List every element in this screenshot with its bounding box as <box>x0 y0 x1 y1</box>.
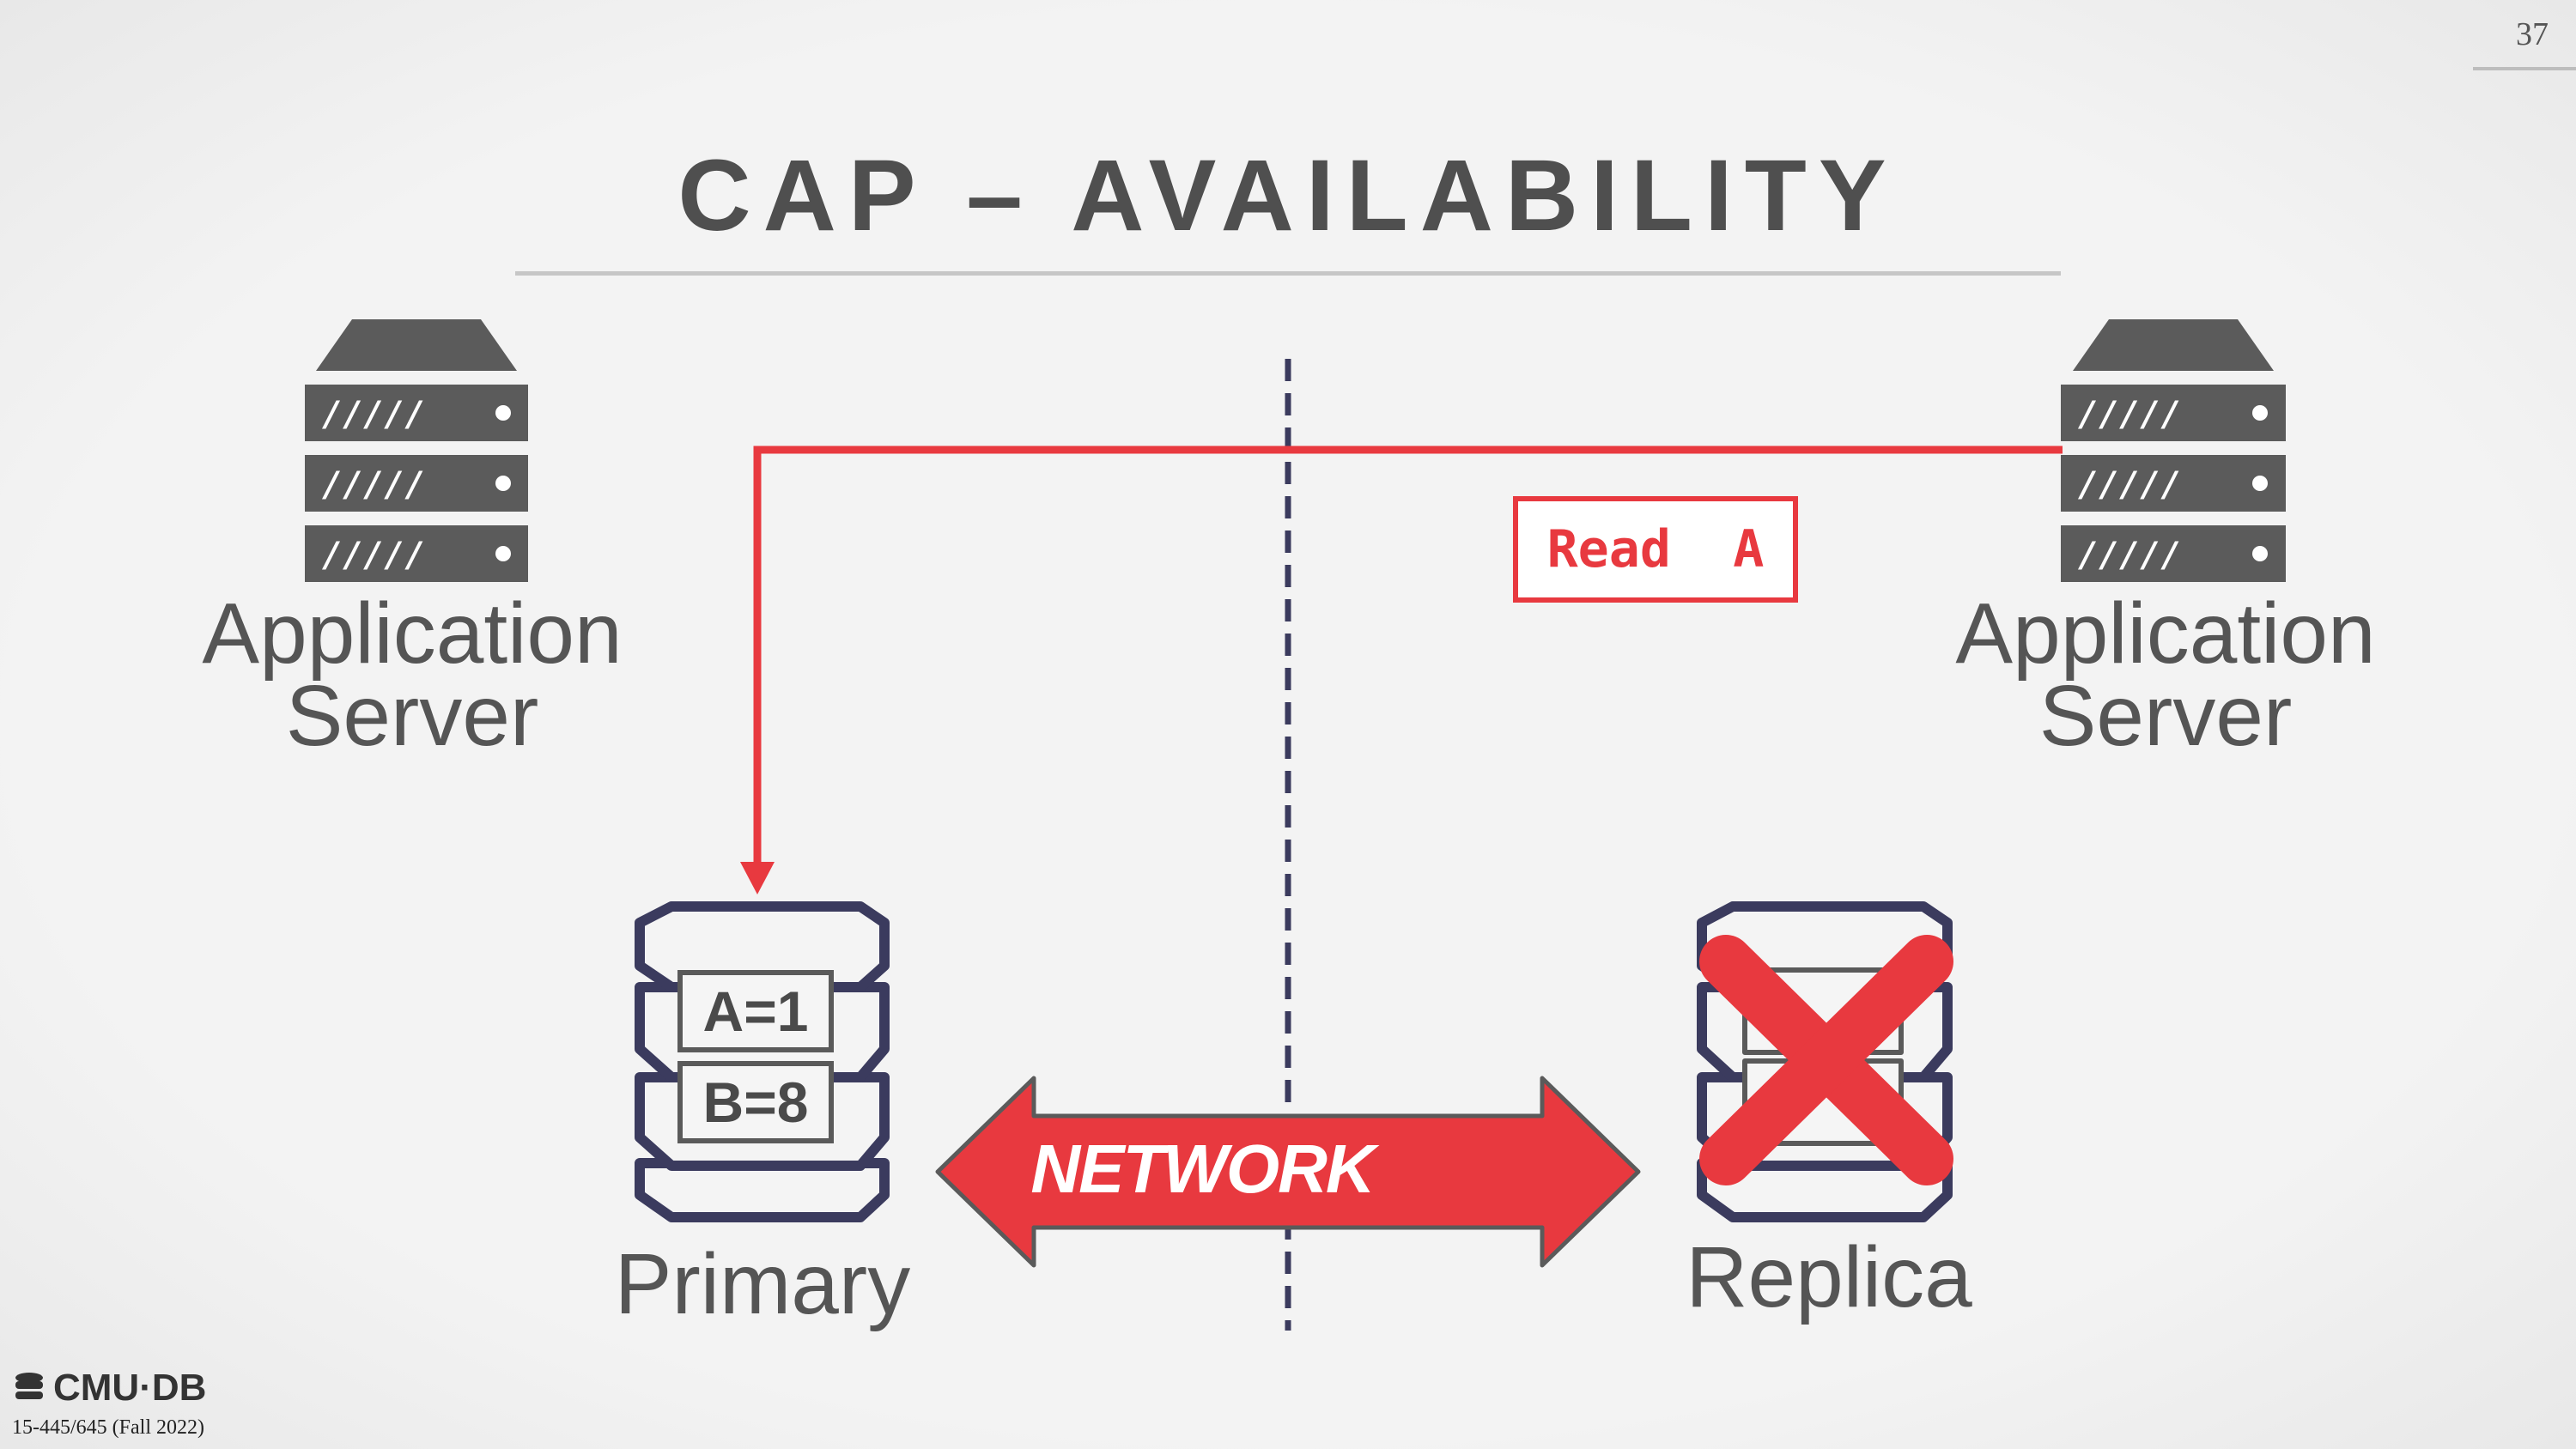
network-label: NETWORK <box>1030 1131 1375 1207</box>
right-server-icon: ///// ///// ///// <box>2061 319 2286 582</box>
server-slot-text: ///// <box>322 465 425 505</box>
read-request-line <box>753 446 2063 867</box>
left-server-label-line1: Application <box>202 585 623 682</box>
primary-label: Primary <box>614 1236 911 1332</box>
left-server-label-line2: Server <box>285 668 539 764</box>
footer-logo-text: CMU·DB <box>53 1367 207 1409</box>
replica-label: Replica <box>1686 1229 1972 1325</box>
left-server-icon: ///// ///// ///// <box>305 319 528 582</box>
left-server-label: Application Server <box>155 585 670 764</box>
database-icon <box>15 1373 43 1399</box>
right-server-label-line1: Application <box>1955 585 2376 682</box>
x-mark-icon <box>1699 935 1953 1185</box>
server-slot-text: ///// <box>2078 536 2181 575</box>
right-server-label-line2: Server <box>2038 668 2293 764</box>
footer-logo: CMU·DB <box>12 1367 206 1410</box>
server-slot-text: ///// <box>2078 465 2181 505</box>
server-slot-text: ///// <box>2078 395 2181 434</box>
server-slot-text: ///// <box>322 395 425 434</box>
page-number: 37 <box>2516 16 2549 52</box>
server-slot-text: ///// <box>322 536 425 575</box>
title-rule <box>515 271 2061 276</box>
right-server-label: Application Server <box>1908 585 2423 764</box>
read-request-arrowhead <box>740 862 775 894</box>
footer-course: 15-445/645 (Fall 2022) <box>12 1416 204 1439</box>
slide-title: CAP – AVAILABILITY <box>677 139 1899 252</box>
read-request-label: Read A <box>1513 496 1798 603</box>
double-arrow-icon <box>935 1076 1641 1268</box>
primary-record-a: A=1 <box>677 970 834 1052</box>
primary-record-b: B=8 <box>677 1061 834 1143</box>
page-number-rule <box>2473 67 2576 70</box>
